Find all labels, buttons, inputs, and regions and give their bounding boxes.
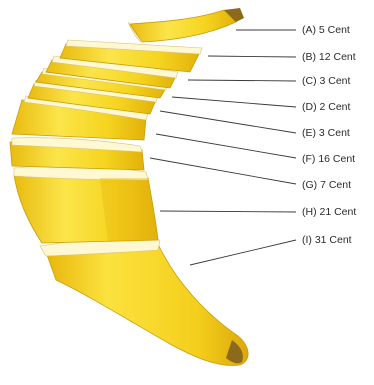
leader-line-g <box>150 158 296 184</box>
banana-piece-a <box>128 8 244 42</box>
leader-line-i <box>190 240 296 265</box>
leader-line-b <box>208 56 296 57</box>
leader-line-f <box>156 134 296 158</box>
leader-line-e <box>160 111 296 133</box>
banana-piece-g <box>10 138 144 170</box>
leader-line-h <box>160 211 296 212</box>
banana-piece-h <box>14 166 158 243</box>
leader-line-c <box>188 80 296 81</box>
leader-line-d <box>172 97 296 107</box>
banana-piece-i <box>40 239 248 366</box>
